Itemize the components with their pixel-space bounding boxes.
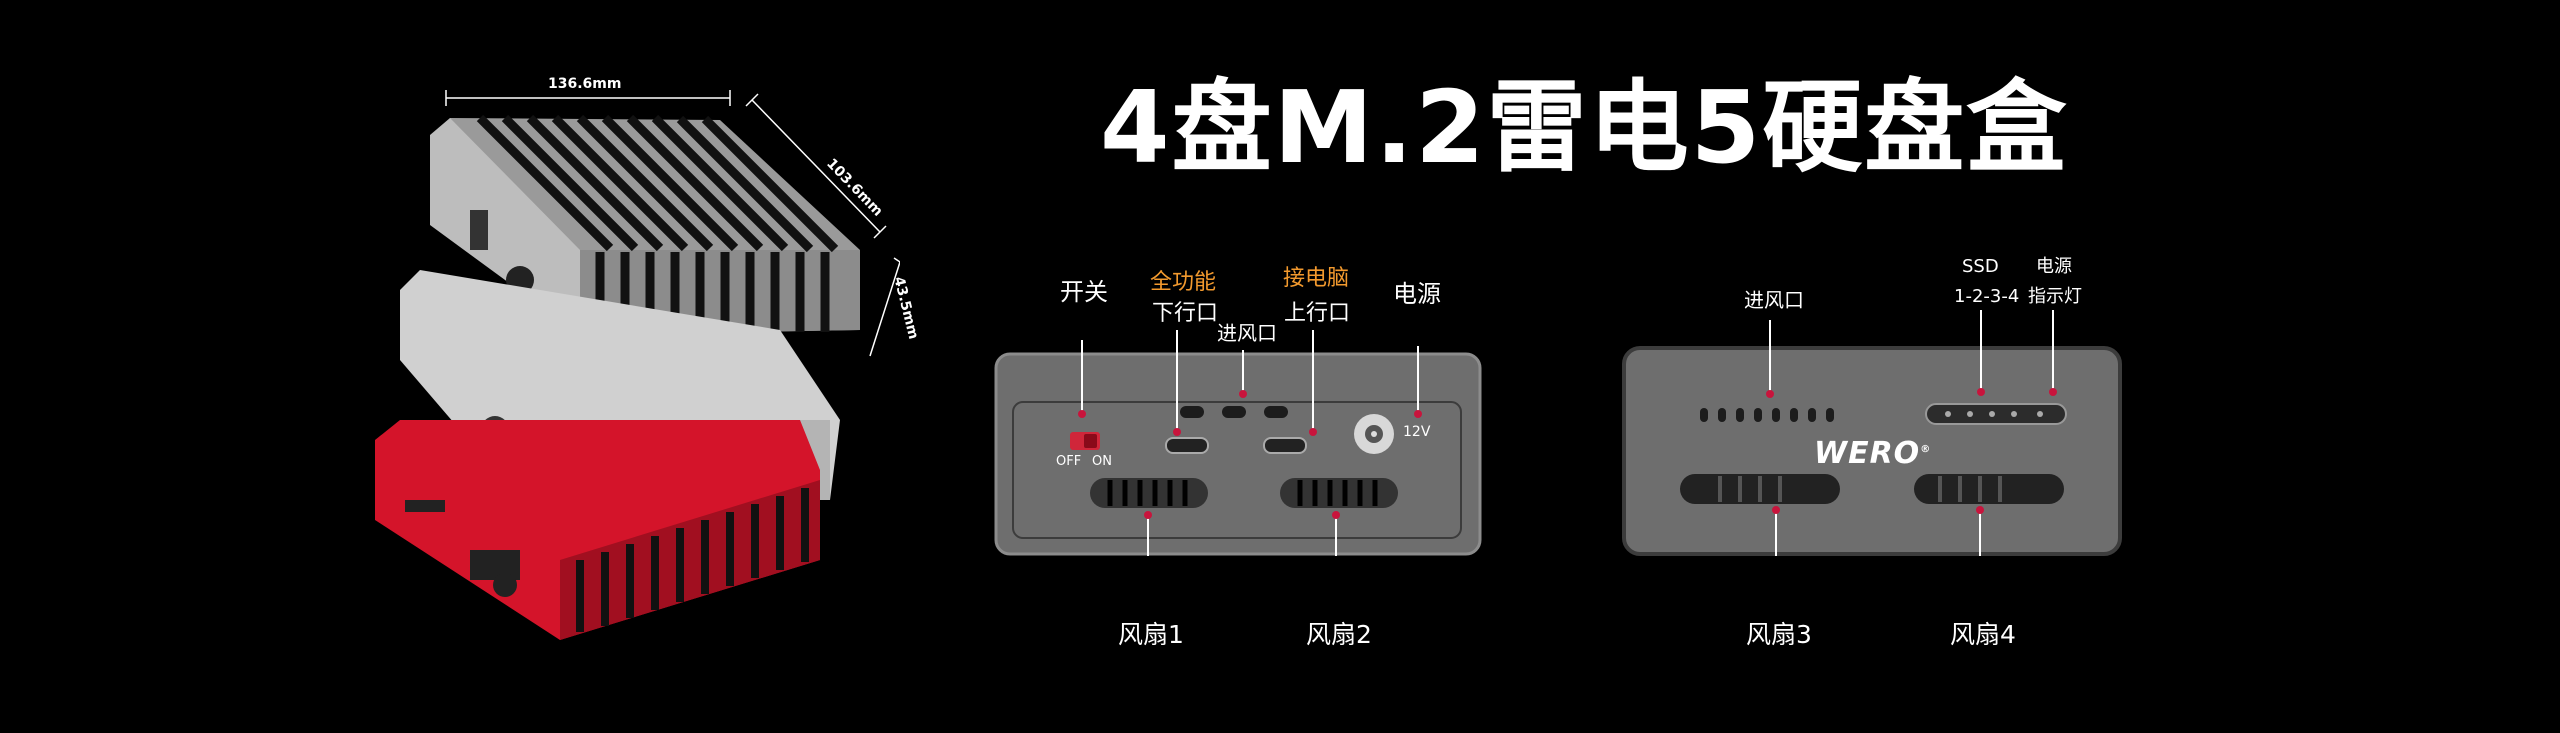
port2-sub: 上行口 [1284,301,1351,326]
ssd-numbers: 1-2-3-4 [1954,286,2020,307]
power-label: 电源 [1393,280,1441,308]
port1-sub: 下行口 [1152,301,1219,326]
page-title: 4盘M.2雷电5硬盘盒 [1100,69,2069,186]
power-led-sub: 指示灯 [2028,286,2082,307]
switch-off-label: OFF [1056,454,1082,469]
fan3-label: 风扇3 [1746,620,1812,649]
back-vent-label: 进风口 [1744,288,1804,312]
fan2-label: 风扇2 [1306,620,1372,649]
fan4-label: 风扇4 [1950,620,2016,649]
power-spec-label: 12V [1403,424,1431,440]
brand-logo: WERO® [1814,436,1932,471]
ssd-label: SSD [1962,256,1999,277]
switch-label: 开关 [1060,278,1108,306]
product-illustration: 136.6mm 103.6mm [375,76,900,640]
port1-title: 全功能 [1150,270,1217,295]
fan1-label: 风扇1 [1118,620,1184,649]
front-vent-label: 进风口 [1217,321,1277,345]
power-led-label: 电源 [2036,256,2072,277]
port2-title: 接电脑 [1283,266,1350,291]
dim-width: 136.6mm [548,76,621,92]
switch-on-label: ON [1092,454,1112,469]
